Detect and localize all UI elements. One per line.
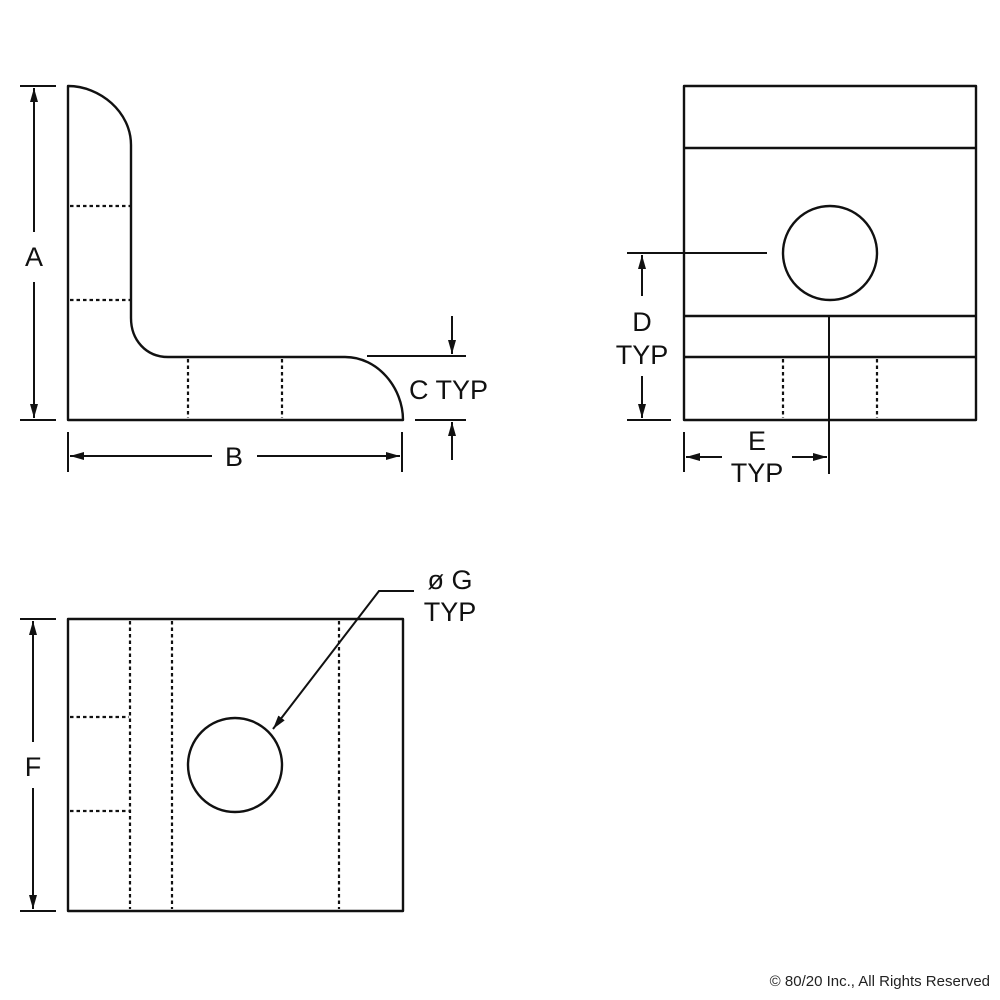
- top-view: F ø G TYP: [20, 565, 477, 913]
- dimension-e-qualifier: TYP: [731, 458, 784, 488]
- dimension-d-qualifier: TYP: [616, 340, 669, 370]
- dimension-g: ø G TYP: [272, 565, 477, 730]
- dimension-d: D TYP: [616, 252, 767, 421]
- dimension-a-label: A: [25, 242, 43, 272]
- hole: [781, 204, 879, 302]
- hole: [186, 716, 284, 814]
- end-view: D TYP E TYP: [616, 84, 978, 488]
- top-view-outline: [66, 617, 405, 913]
- dimension-g-label: ø G: [428, 565, 473, 595]
- dimension-e-label: E: [748, 426, 766, 456]
- dimension-f-label: F: [25, 752, 42, 782]
- dimension-a: A: [20, 85, 56, 421]
- dimension-g-qualifier: TYP: [424, 597, 477, 627]
- copyright-notice: © 80/20 Inc., All Rights Reserved: [770, 973, 990, 990]
- dimension-c: C TYP: [367, 316, 488, 460]
- dimension-b: B: [67, 432, 403, 472]
- dimension-f: F: [20, 618, 56, 912]
- dimension-c-label: C TYP: [409, 375, 488, 405]
- side-view: A B C TYP: [20, 84, 488, 472]
- dimension-b-label: B: [225, 442, 243, 472]
- l-bracket-profile: [66, 84, 405, 422]
- dimension-e: E TYP: [683, 316, 830, 488]
- dimension-d-label: D: [632, 307, 652, 337]
